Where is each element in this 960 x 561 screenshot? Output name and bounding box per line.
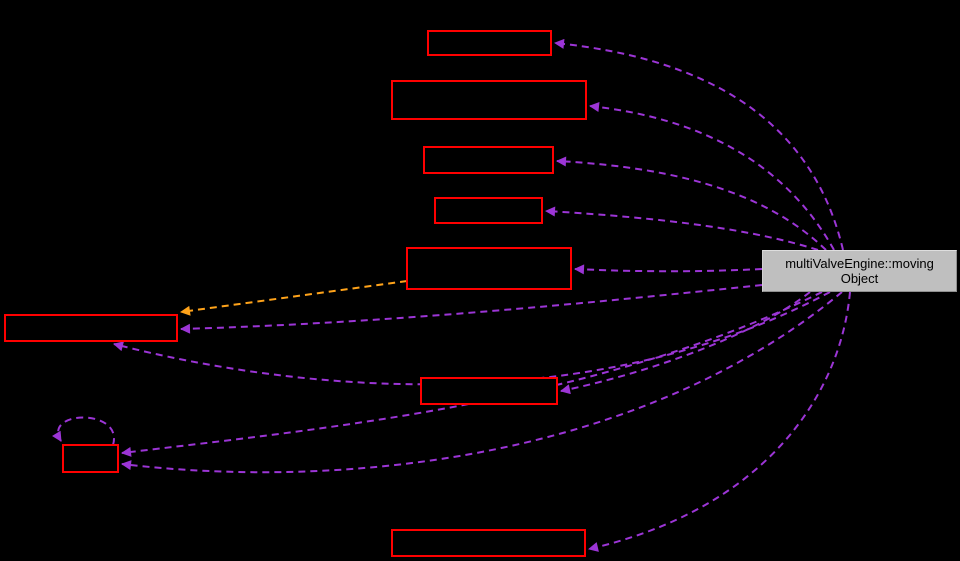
usage-edge-main-to-left-7b [113,291,831,386]
class-node-top-1[interactable] [427,30,552,56]
class-node-left-7[interactable] [4,314,178,342]
template-edge-mid5-to-left7 [180,280,408,316]
usage-edge-main-to-top-1 [554,38,844,251]
usage-edge-main-to-mid-5 [574,264,763,275]
class-node-top-4[interactable] [434,197,543,224]
class-node-top-3[interactable] [423,146,554,174]
class-node-small-8[interactable] [62,444,119,473]
class-node-bottom-9[interactable] [391,529,586,557]
usage-edge-main-to-top-4 [545,206,819,251]
main-node-label-line1: multiValveEngine::moving [785,256,934,271]
class-node-top-2[interactable] [391,80,587,120]
class-node-mid-5[interactable] [406,247,572,290]
main-node-moving-object: multiValveEngine::moving Object [762,250,957,292]
class-node-mid-6[interactable] [420,377,558,405]
usage-edge-main-to-bottom-9 [588,291,851,552]
usage-edge-main-to-top-2 [589,102,835,251]
usage-self-loop-small-8 [52,416,115,446]
usage-edge-main-to-left-7a [180,284,763,334]
usage-edge-main-to-small-8b [121,291,843,474]
usage-edge-main-to-mid-6 [560,291,811,395]
usage-edge-main-to-top-3 [556,156,827,251]
main-node-label-line2: Object [840,271,879,286]
